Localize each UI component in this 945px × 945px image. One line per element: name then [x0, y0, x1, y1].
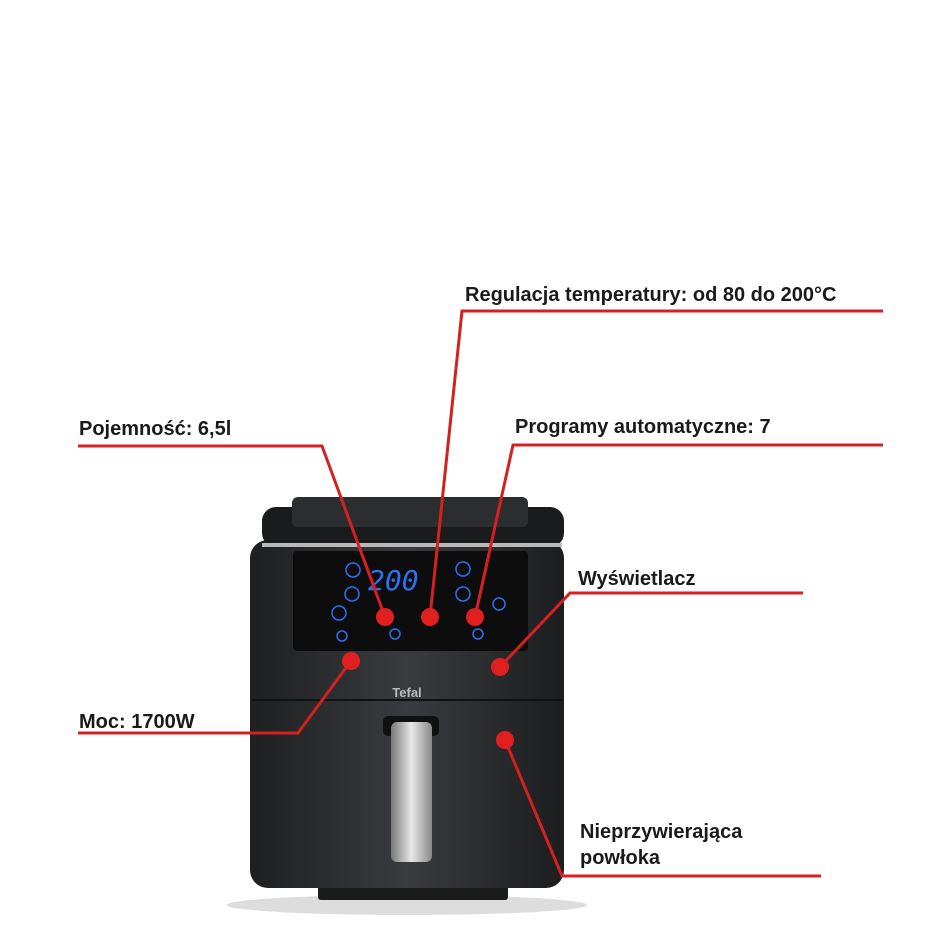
- coating-label-line2: powłoka: [580, 847, 661, 869]
- drawer-handle[interactable]: [391, 722, 432, 862]
- power-leader: [78, 660, 353, 735]
- control-panel: [293, 551, 528, 651]
- callout-lines: [78, 309, 883, 878]
- coating-label-line1: Nieprzywierająca: [580, 821, 743, 843]
- lid-window: [292, 497, 528, 527]
- programs-leader: [473, 443, 883, 618]
- programs-label: Programy automatyczne: 7: [515, 416, 771, 438]
- chrome-strip: [262, 543, 562, 547]
- capacity-leader: [78, 444, 387, 618]
- temperature-leader: [428, 309, 883, 618]
- capacity-label: Pojemność: 6,5l: [79, 418, 232, 440]
- callout-dots: [342, 608, 514, 749]
- panel-icons: [331, 561, 506, 642]
- power-label: Moc: 1700W: [79, 711, 195, 733]
- display-label: Wyświetlacz: [578, 568, 696, 590]
- coating-leader: [503, 739, 821, 878]
- temperature-label: Regulacja temperatury: od 80 do 200°C: [465, 284, 837, 306]
- brand-logo: Tefal: [392, 685, 421, 700]
- display-leader: [498, 591, 803, 669]
